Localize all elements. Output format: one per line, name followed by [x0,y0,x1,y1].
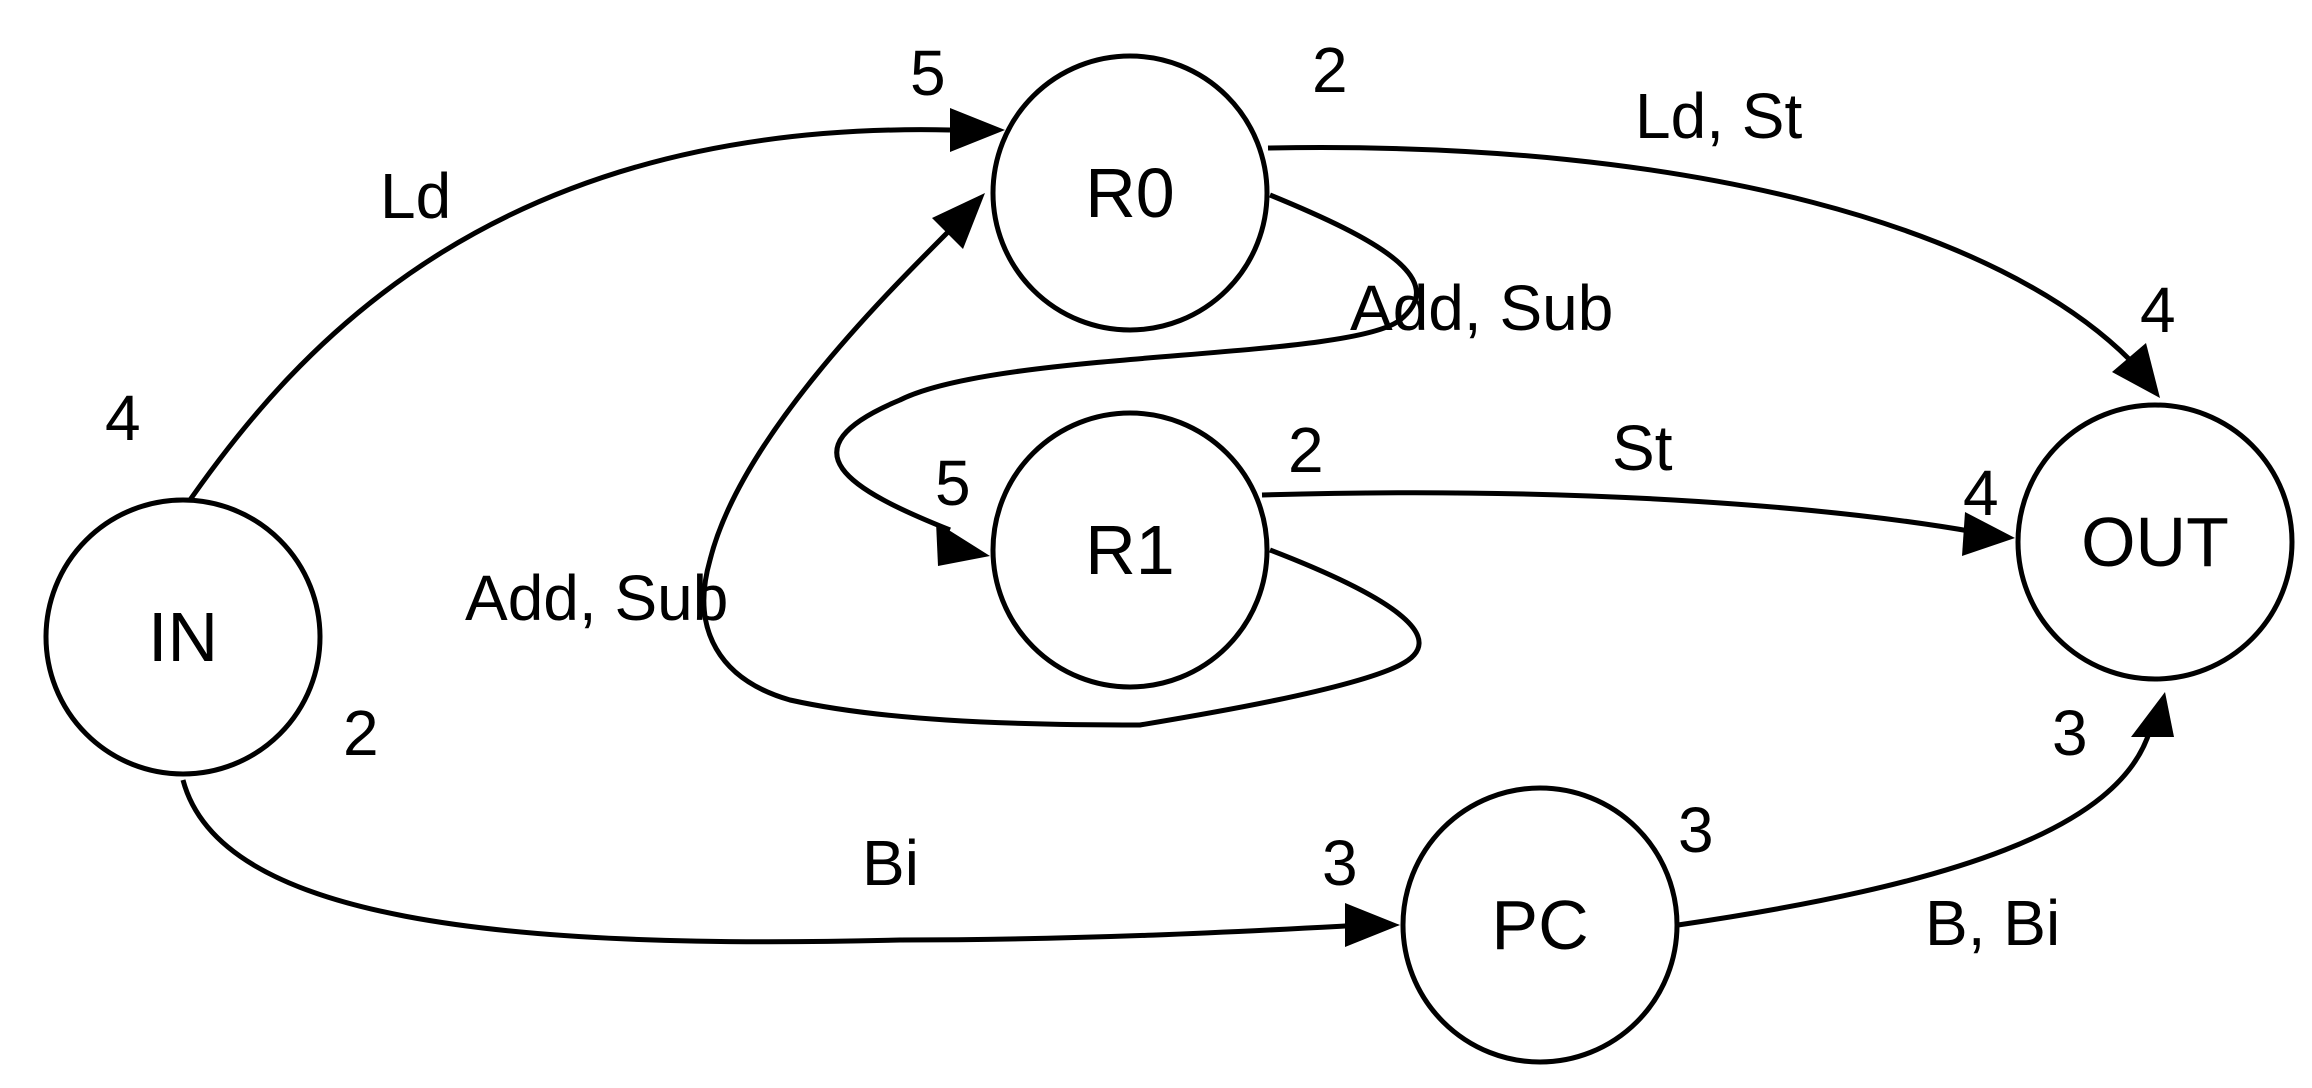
node-out-label: OUT [2081,503,2229,581]
number-out-top: 4 [2140,274,2176,346]
arrowhead-pc-to-out [2131,692,2174,737]
edge-r0-to-r1-loop [834,192,1419,533]
edge-label-in-r0: Ld [380,160,451,232]
number-r1-in: 5 [935,447,971,519]
number-pc-in: 3 [1322,827,1358,899]
arrowhead-r1-to-out [1962,512,2015,556]
number-out-left: 4 [1963,457,1999,529]
number-r1-out: 2 [1288,414,1324,486]
edge-label-pc-out: B, Bi [1925,887,2060,959]
edge-label-r0-r1: Add, Sub [1350,272,1613,344]
number-pc-out: 3 [1678,794,1714,866]
arrowhead-in-to-pc [1345,903,1400,947]
number-in-bottom: 2 [343,697,379,769]
node-pc-label: PC [1491,886,1588,964]
arrowhead-r0-to-r1 [936,522,990,566]
edge-label-in-pc: Bi [862,827,919,899]
number-in-top: 4 [105,382,141,454]
edge-r0-to-out [1267,145,2132,362]
edge-r1-to-out [1261,490,1976,535]
edge-label-r1-r0: Add, Sub [465,562,728,634]
edge-label-r1-out: St [1612,412,1673,484]
number-r0-out: 2 [1312,34,1348,106]
arrowhead-in-to-r0 [950,108,1005,152]
node-r1-label: R1 [1085,511,1174,589]
arrowhead-r0-to-out [2112,343,2160,398]
number-out-bottom: 3 [2052,697,2088,769]
arrowhead-r1-to-r0 [932,193,985,249]
node-r0: R0 [990,53,1270,333]
node-in-label: IN [148,598,218,676]
node-r1: R1 [990,410,1270,690]
node-in: IN [43,497,323,777]
edge-pc-to-out [1677,729,2153,928]
edge-in-to-pc [180,779,1366,945]
edge-in-to-r0 [180,127,951,512]
node-r0-label: R0 [1085,154,1174,232]
node-pc: PC [1400,785,1680,1065]
node-out: OUT [2015,402,2295,682]
number-r0-in: 5 [910,37,946,109]
edge-r1-to-r0-loop [701,228,1422,728]
edge-label-r0-out: Ld, St [1635,80,1802,152]
